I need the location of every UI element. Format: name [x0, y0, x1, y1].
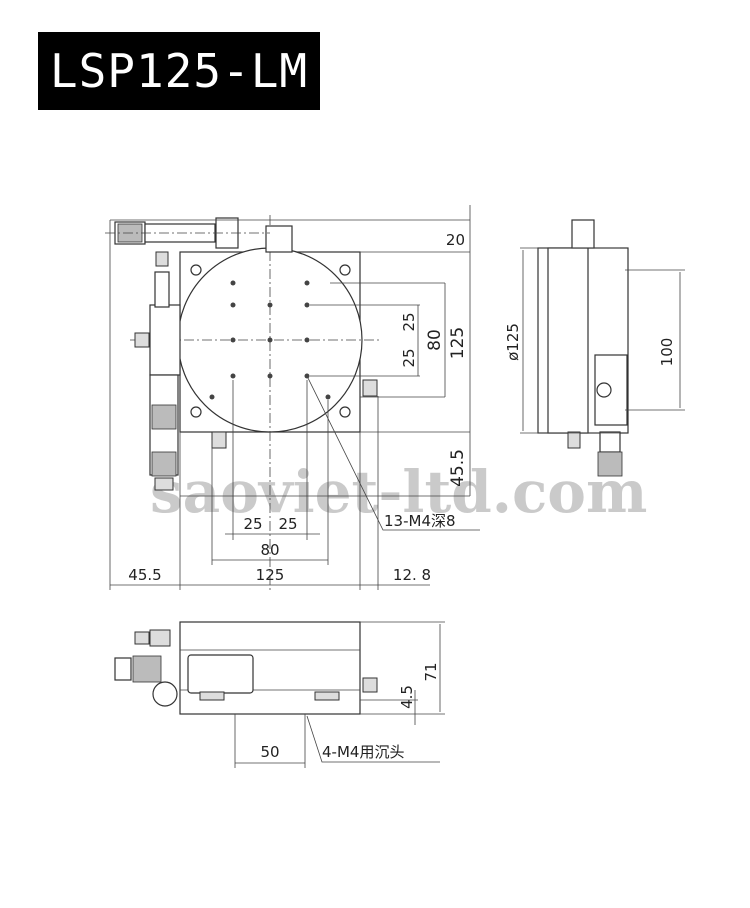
model-title: LSP125-LM — [38, 32, 320, 110]
dim-hole-span-v: 80 — [425, 329, 445, 351]
dim-base-offset: 4.5 — [398, 685, 416, 709]
dim-pitch-v-lower: 25 — [400, 348, 418, 367]
dim-top-offset: 20 — [446, 231, 465, 249]
side-view: ø125 100 — [504, 219, 685, 477]
dim-diameter: ø125 — [504, 323, 522, 361]
dim-bottom-offset: 45.5 — [448, 449, 468, 487]
callout-countersunk: 4-M4用沉头 — [322, 743, 404, 761]
dim-hole-span-h: 80 — [260, 541, 279, 559]
top-view: 20 125 45.5 80 25 25 25 25 80 45.5 125 1… — [105, 205, 480, 590]
mounting-holes — [209, 280, 331, 400]
dim-pitch-v-upper: 25 — [400, 312, 418, 331]
dim-left-offset: 45.5 — [128, 566, 161, 584]
dim-pitch-h-left: 25 — [243, 515, 262, 533]
front-view: 71 4.5 50 4-M4用沉头 — [114, 621, 445, 768]
dim-front-height: 71 — [422, 662, 440, 681]
dim-right-offset: 12. 8 — [393, 566, 431, 584]
dim-height: 125 — [448, 327, 468, 359]
callout-holes: 13-M4深8 — [384, 512, 456, 530]
dim-front-hole-span: 50 — [260, 743, 279, 761]
dim-pitch-h-right: 25 — [278, 515, 297, 533]
dim-side-hole-span: 100 — [658, 338, 676, 367]
dim-width: 125 — [256, 566, 285, 584]
